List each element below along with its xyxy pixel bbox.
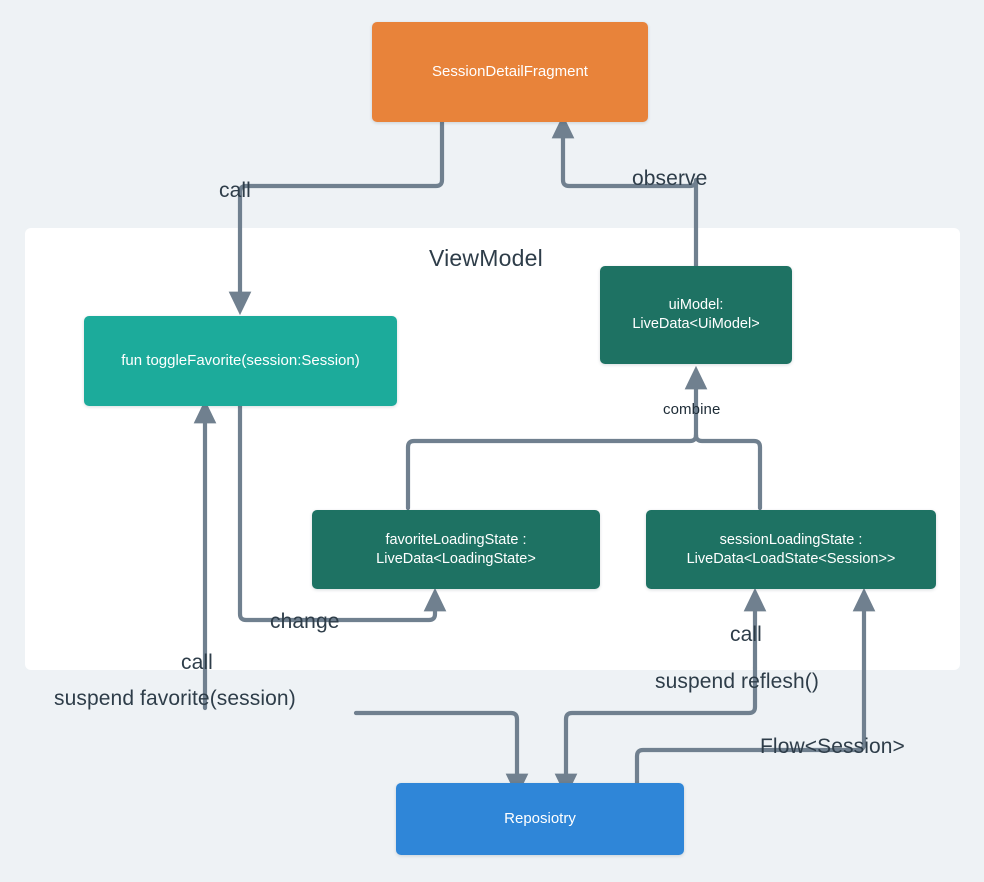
- edge-label-flow-session: Flow<Session>: [760, 735, 905, 758]
- node-repository[interactable]: Reposiotry: [396, 783, 684, 855]
- node-toggle-favorite-label: fun toggleFavorite(session:Session): [121, 352, 360, 370]
- viewmodel-panel-title: ViewModel: [429, 245, 543, 271]
- node-session-loading-state-line1: sessionLoadingState :: [719, 531, 863, 548]
- node-repository-label: Reposiotry: [504, 810, 576, 828]
- wire-suspend-favorite-to-repo: [353, 710, 529, 798]
- node-favorite-loading-state-line2: LiveData<LoadingState>: [376, 550, 536, 567]
- viewmodel-panel: [25, 228, 960, 670]
- edge-label-change: change: [270, 610, 340, 633]
- edge-label-observe: observe: [632, 167, 708, 190]
- edge-label-call-repo-to-toggle: call: [181, 651, 213, 674]
- edge-label-suspend-favorite: suspend favorite(session): [54, 687, 296, 710]
- node-favorite-loading-state[interactable]: favoriteLoadingState : LiveData<LoadingS…: [312, 510, 600, 589]
- node-ui-model-line1: uiModel:: [668, 297, 724, 314]
- node-ui-model[interactable]: uiModel: LiveData<UiModel>: [600, 266, 792, 364]
- node-toggle-favorite[interactable]: fun toggleFavorite(session:Session): [84, 316, 397, 406]
- node-session-loading-state-line2: LiveData<LoadState<Session>>: [686, 550, 896, 567]
- edge-label-call-repo-to-session-state: call: [730, 623, 762, 646]
- node-session-detail-fragment[interactable]: SessionDetailFragment: [372, 22, 648, 122]
- node-favorite-loading-state-line1: favoriteLoadingState :: [385, 531, 527, 548]
- edge-label-call-fragment-to-toggle: call: [219, 179, 251, 202]
- node-session-loading-state[interactable]: sessionLoadingState : LiveData<LoadState…: [646, 510, 936, 589]
- edge-label-combine: combine: [663, 401, 721, 418]
- edge-label-suspend-reflesh: suspend reflesh(): [655, 670, 819, 693]
- node-session-detail-fragment-label: SessionDetailFragment: [432, 63, 588, 81]
- node-ui-model-line2: LiveData<UiModel>: [632, 316, 760, 332]
